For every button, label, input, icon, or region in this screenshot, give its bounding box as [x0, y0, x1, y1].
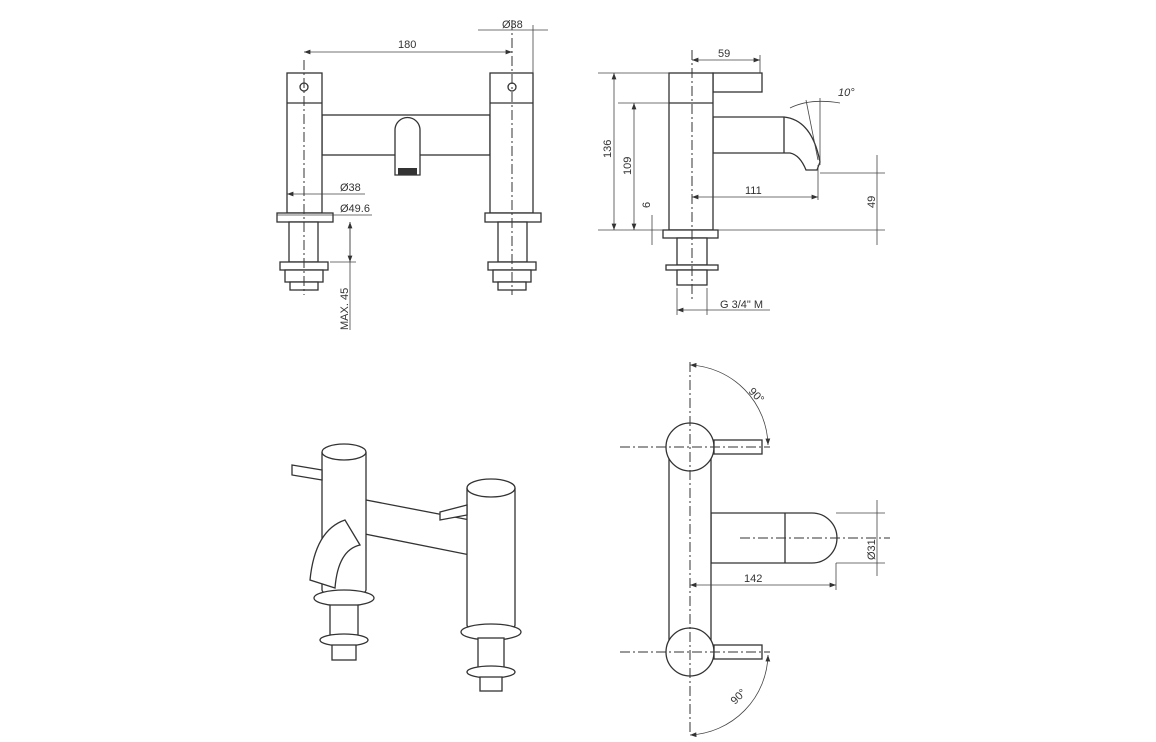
dim-lever: 59	[718, 48, 730, 60]
iso-spout	[309, 519, 362, 589]
side-view: 136 109 6 111 49 59 10° G 3/4" M	[598, 48, 885, 315]
side-body	[668, 72, 714, 231]
dim-spout-height: 49	[866, 196, 878, 208]
dim-base-diameter: Ø49.6	[340, 203, 370, 215]
dim-thread: G 3/4" M	[720, 299, 763, 311]
dim-body-diameter: Ø38	[340, 182, 361, 194]
left-pillar	[276, 60, 334, 295]
spout-outlet	[394, 116, 421, 176]
right-pillar	[484, 20, 542, 295]
dim-reach: 111	[745, 185, 762, 197]
side-lever	[712, 72, 763, 93]
plan-spout	[710, 512, 838, 564]
dim-angle-top: 90°	[746, 386, 766, 406]
front-view: 180 Ø38 Ø38 Ø49.6 MAX. 45	[276, 19, 548, 330]
side-spout	[712, 116, 821, 171]
dim-max: MAX. 45	[339, 288, 351, 330]
isometric-view	[291, 443, 522, 692]
dim-plate: 6	[641, 202, 653, 208]
dim-angle: 10°	[838, 87, 855, 99]
dim-height-spout: 109	[622, 157, 634, 175]
dim-spout-diameter: Ø31	[866, 539, 878, 560]
dim-spout-length: 142	[744, 573, 762, 585]
plan-view: 90° 90° Ø31 142	[620, 362, 890, 738]
dim-width: 180	[398, 39, 416, 51]
dim-height-total: 136	[602, 140, 614, 158]
dim-top-diameter: Ø38	[502, 19, 523, 31]
dim-angle-bottom: 90°	[729, 687, 749, 707]
